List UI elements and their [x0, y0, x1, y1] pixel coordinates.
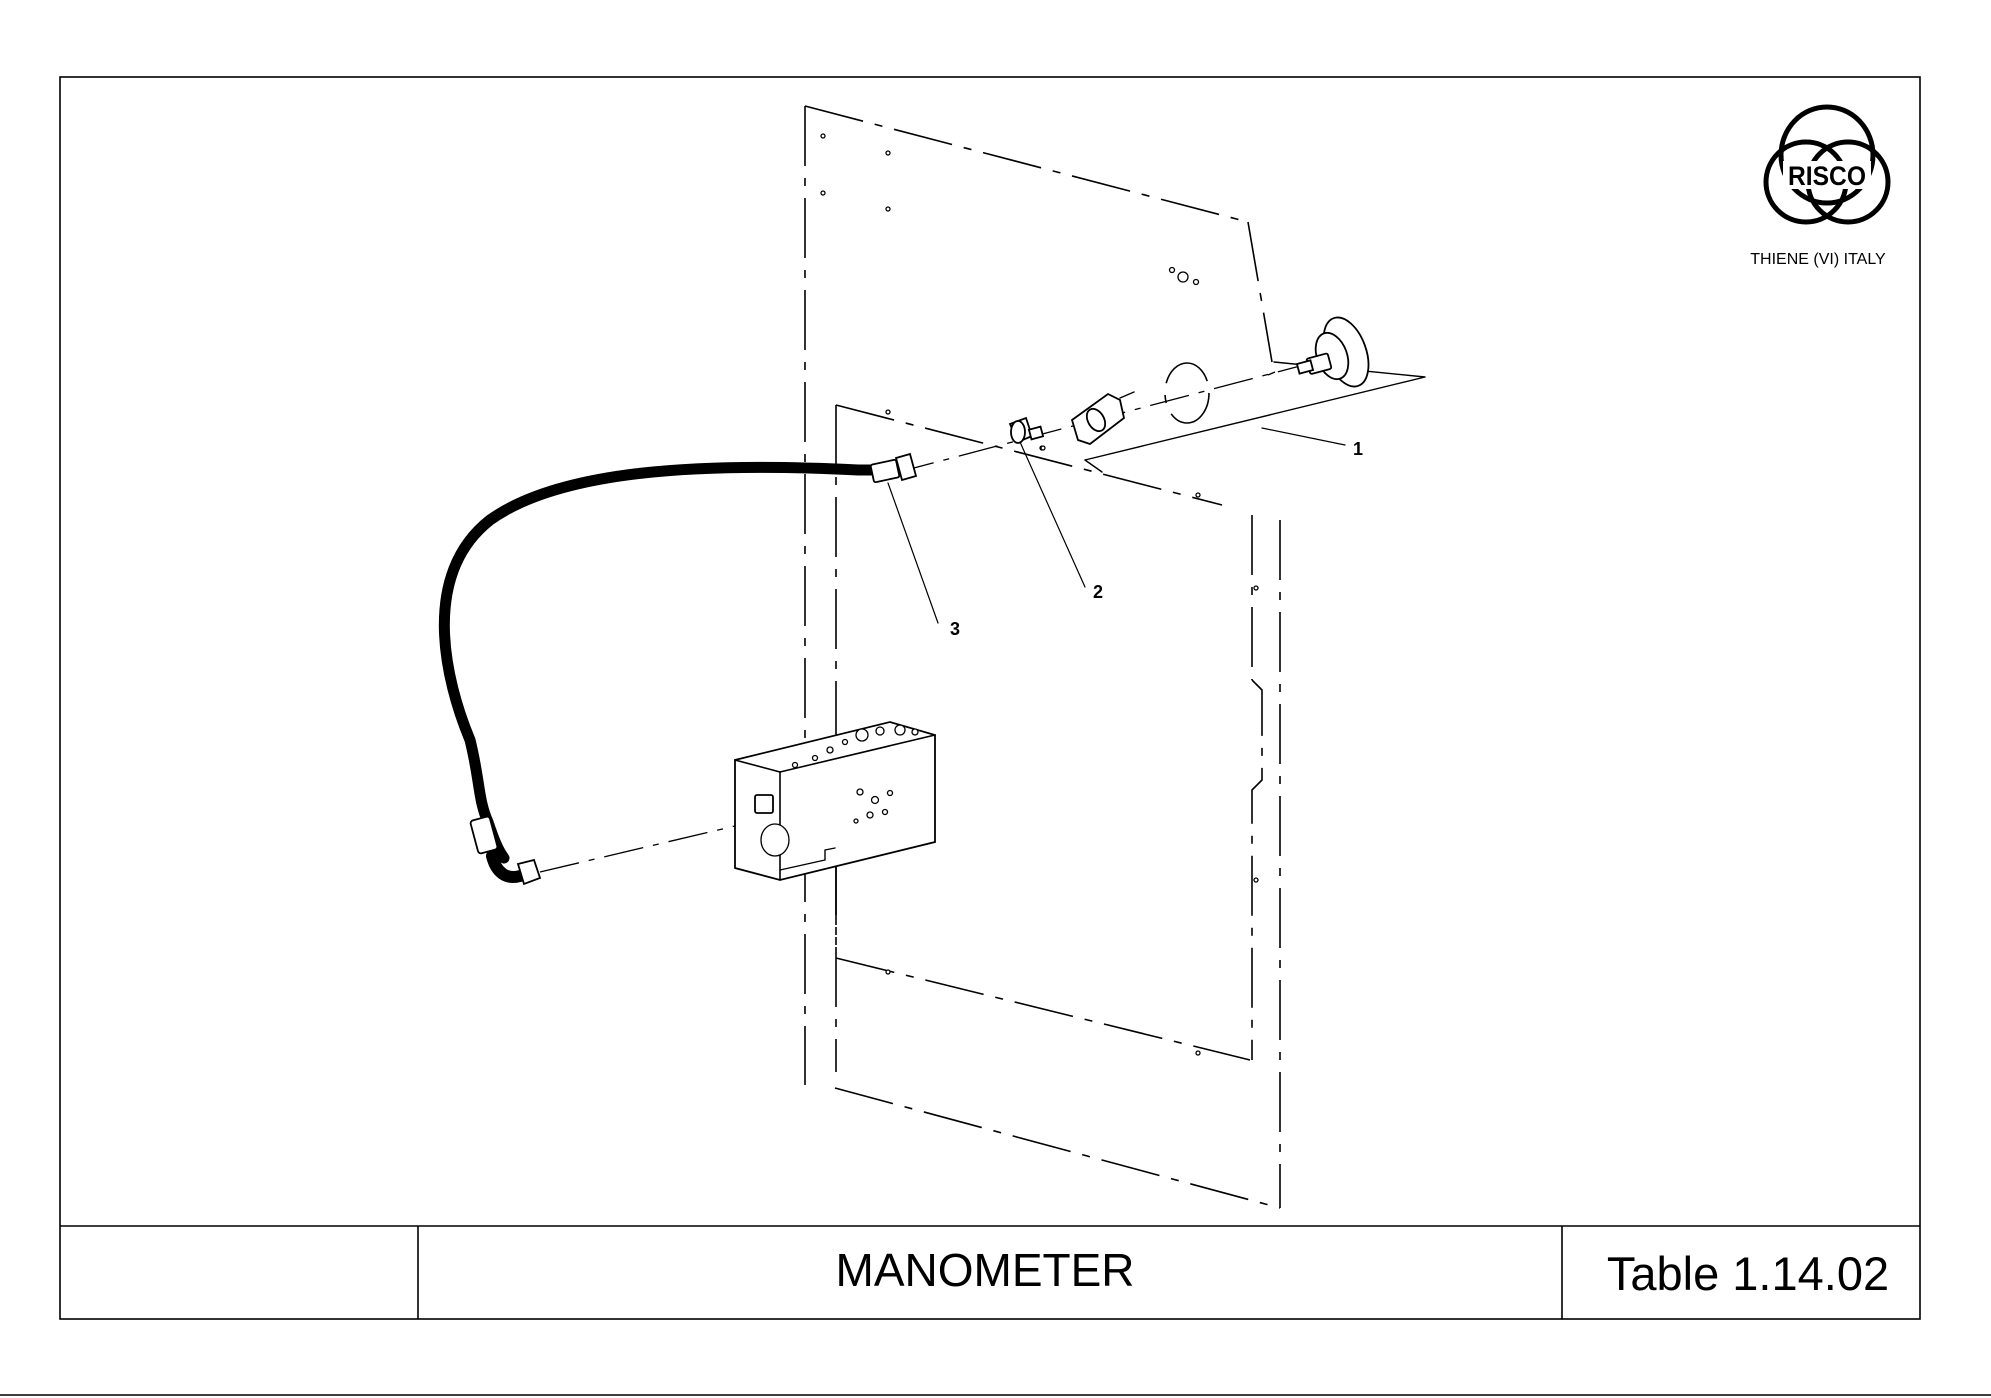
callout-leaders: [887, 427, 1346, 624]
straight-fitting: [1008, 416, 1045, 444]
title-block: MANOMETER Table 1.14.02: [60, 1225, 1920, 1319]
drawing-frame: [59, 76, 1921, 1320]
table-number: Table 1.14.02: [1607, 1247, 1889, 1300]
callout-1: 1: [1353, 439, 1363, 459]
hose-assembly: [438, 452, 918, 886]
logo-text: RISCO: [1788, 161, 1866, 191]
gauge-bracket: [1070, 391, 1135, 446]
callout-3: 3: [950, 619, 960, 639]
callout-2: 2: [1093, 582, 1103, 602]
risco-logo: RISCO THIENE (VI) ITALY: [1750, 104, 1891, 268]
manometer-gauge: [1295, 316, 1370, 388]
assembly-drawing: 1 2 3: [438, 105, 1426, 1209]
logo-location: THIENE (VI) ITALY: [1750, 251, 1886, 268]
drawing-title: MANOMETER: [836, 1244, 1135, 1296]
hydraulic-block: [734, 721, 936, 881]
rear-panel-phantom: [804, 105, 1281, 1209]
front-panel-phantom: [835, 404, 1263, 1072]
